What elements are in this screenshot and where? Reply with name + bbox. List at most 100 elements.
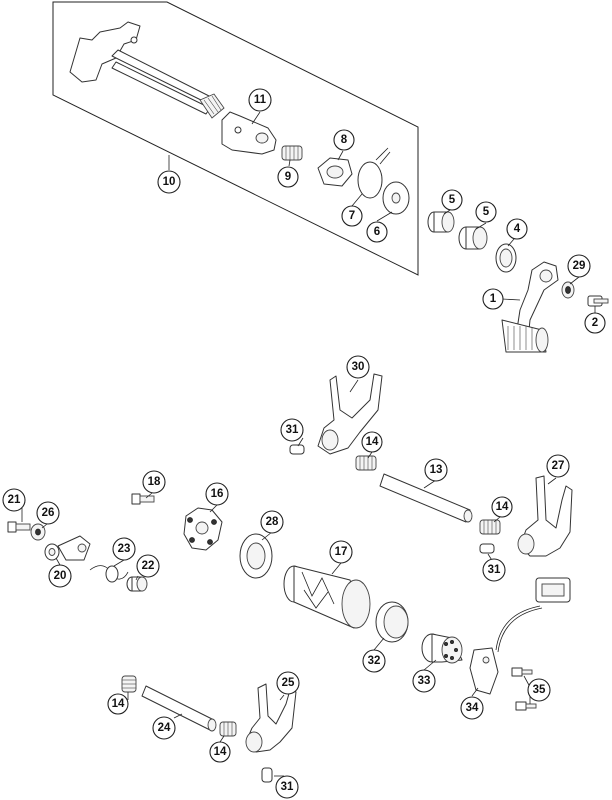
callout-21: 21 bbox=[2, 488, 26, 512]
callout-33: 33 bbox=[412, 669, 436, 693]
svg-text:17: 17 bbox=[335, 546, 348, 558]
washer-part-26 bbox=[30, 523, 46, 541]
svg-text:7: 7 bbox=[349, 210, 355, 222]
svg-text:31: 31 bbox=[488, 564, 501, 576]
svg-text:13: 13 bbox=[430, 464, 443, 476]
bearing-part-5b bbox=[458, 226, 488, 250]
callout-20: 20 bbox=[48, 564, 72, 588]
spring-part-14d bbox=[219, 721, 237, 737]
bearing-part-5a bbox=[427, 211, 455, 233]
svg-text:18: 18 bbox=[148, 476, 161, 488]
callout-17: 17 bbox=[329, 540, 353, 564]
screw-part-21 bbox=[7, 521, 31, 533]
callout-14c: 14 bbox=[107, 693, 129, 715]
shift-plate bbox=[221, 111, 277, 155]
svg-text:22: 22 bbox=[142, 560, 155, 572]
callout-9: 9 bbox=[277, 166, 299, 188]
callout-31b: 31 bbox=[482, 558, 506, 582]
svg-text:30: 30 bbox=[352, 361, 365, 373]
shift-fork-part-27 bbox=[517, 475, 573, 557]
callout-13: 13 bbox=[424, 458, 448, 482]
svg-text:10: 10 bbox=[163, 176, 176, 188]
svg-text:31: 31 bbox=[281, 781, 294, 793]
callout-24: 24 bbox=[152, 716, 176, 740]
spring-clip-part-7 bbox=[357, 147, 391, 199]
bolt-part-2 bbox=[587, 295, 609, 307]
callout-25: 25 bbox=[276, 671, 300, 695]
svg-text:1: 1 bbox=[490, 293, 497, 305]
callout-16: 16 bbox=[205, 482, 229, 506]
washer-part-29 bbox=[561, 281, 575, 299]
gear-sensor-part-34 bbox=[469, 577, 571, 695]
callout-8: 8 bbox=[333, 129, 355, 151]
washer-part-6 bbox=[382, 181, 410, 215]
svg-text:9: 9 bbox=[285, 171, 291, 183]
svg-text:14: 14 bbox=[366, 436, 379, 448]
callout-29: 29 bbox=[567, 254, 591, 278]
callout-31a: 31 bbox=[280, 418, 304, 442]
seal-part-4 bbox=[495, 243, 517, 273]
callout-27: 27 bbox=[546, 454, 570, 478]
svg-text:4: 4 bbox=[514, 223, 521, 235]
callout-14d: 14 bbox=[209, 741, 231, 763]
svg-text:23: 23 bbox=[118, 543, 131, 555]
svg-text:26: 26 bbox=[42, 507, 55, 519]
rod-part-24 bbox=[141, 685, 217, 732]
callout-6: 6 bbox=[366, 221, 388, 243]
spring-part-9 bbox=[281, 145, 303, 161]
shift-drum-part-17 bbox=[283, 565, 371, 629]
callout-4: 4 bbox=[506, 218, 528, 240]
shift-fork-part-25 bbox=[245, 683, 297, 753]
svg-text:5: 5 bbox=[449, 194, 456, 206]
bushing-part-22 bbox=[126, 576, 148, 592]
svg-text:21: 21 bbox=[8, 494, 21, 506]
callout-2: 2 bbox=[584, 312, 606, 334]
callout-10: 10 bbox=[157, 170, 181, 194]
callout-14b: 14 bbox=[491, 496, 513, 518]
pin-part-31b bbox=[479, 543, 495, 554]
screw-part-35b bbox=[515, 701, 537, 711]
spring-part-14a bbox=[355, 455, 377, 471]
svg-text:20: 20 bbox=[54, 570, 67, 582]
svg-text:29: 29 bbox=[573, 260, 586, 272]
svg-text:8: 8 bbox=[341, 134, 348, 146]
svg-text:24: 24 bbox=[158, 722, 171, 734]
callout-28: 28 bbox=[260, 510, 284, 534]
bearing-part-28 bbox=[239, 533, 273, 579]
svg-text:31: 31 bbox=[286, 424, 299, 436]
svg-text:28: 28 bbox=[266, 516, 279, 528]
svg-text:34: 34 bbox=[466, 702, 479, 714]
shift-fork-part-30 bbox=[317, 373, 383, 455]
svg-text:14: 14 bbox=[112, 698, 125, 710]
callout-23: 23 bbox=[112, 537, 136, 561]
spring-part-14b bbox=[479, 519, 501, 535]
svg-text:5: 5 bbox=[483, 206, 490, 218]
shift-shaft bbox=[69, 21, 225, 119]
callout-5a: 5 bbox=[441, 189, 463, 211]
svg-text:14: 14 bbox=[496, 501, 509, 513]
callout-30: 30 bbox=[346, 355, 370, 379]
svg-text:33: 33 bbox=[418, 675, 431, 687]
svg-text:16: 16 bbox=[211, 488, 224, 500]
callout-26: 26 bbox=[36, 501, 60, 525]
callout-5b: 5 bbox=[475, 201, 497, 223]
callout-34: 34 bbox=[460, 696, 484, 720]
svg-text:35: 35 bbox=[533, 684, 546, 696]
callout-18: 18 bbox=[142, 470, 166, 494]
svg-text:25: 25 bbox=[282, 677, 295, 689]
leader-lines bbox=[21, 111, 596, 777]
svg-text:14: 14 bbox=[214, 746, 227, 758]
svg-text:32: 32 bbox=[368, 655, 381, 667]
ring-part-32 bbox=[375, 601, 409, 643]
bushing-part-8 bbox=[317, 157, 353, 187]
callout-1: 1 bbox=[482, 288, 504, 310]
assembly-group-frame bbox=[52, 1, 419, 276]
rod-part-13 bbox=[379, 473, 473, 523]
callout-14a: 14 bbox=[361, 431, 383, 453]
svg-text:11: 11 bbox=[254, 94, 267, 106]
callout-7: 7 bbox=[341, 205, 363, 227]
screw-part-35a bbox=[511, 667, 533, 677]
sensor-drum-part-33 bbox=[421, 633, 463, 664]
svg-text:2: 2 bbox=[592, 317, 598, 329]
